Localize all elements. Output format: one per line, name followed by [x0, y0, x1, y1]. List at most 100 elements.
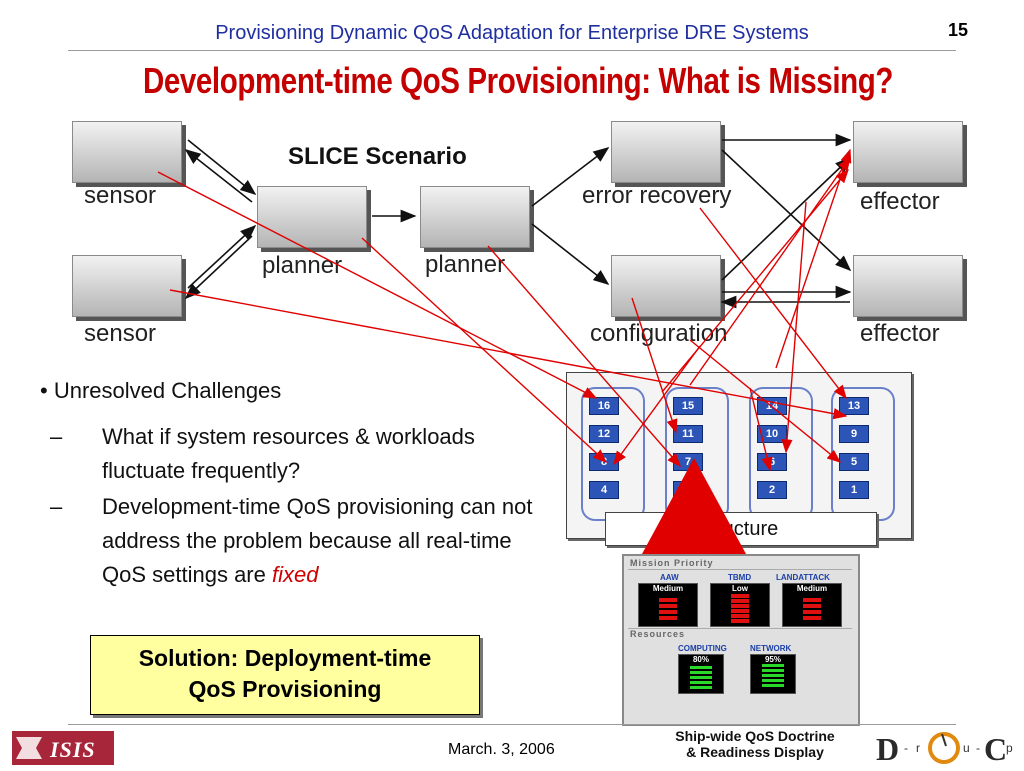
- meter-bar: [803, 616, 821, 620]
- resource-value: 80%: [692, 655, 709, 664]
- mission-divider: [628, 569, 852, 570]
- svg-text:r: r: [916, 741, 920, 755]
- slide-title: Development-time QoS Provisioning: What …: [143, 60, 893, 101]
- sub-bullet-1: –What if system resources & workloads fl…: [50, 424, 475, 483]
- mission-meter-aaw: Medium: [638, 583, 698, 627]
- effector-box-bottom: [853, 255, 963, 317]
- infrastructure-node: 12: [589, 425, 619, 443]
- resources-label: Resources: [630, 629, 686, 639]
- meter-bar: [731, 599, 749, 603]
- planner-box-2: [420, 186, 530, 248]
- arrow-error-recovery-to-effector: [721, 149, 852, 272]
- mapping-arrow: [749, 387, 773, 472]
- isis-logo: ISIS: [12, 731, 114, 765]
- arrow-configuration-to-effector: [721, 156, 852, 281]
- mission-name: LANDATTACK: [776, 573, 830, 582]
- footer-divider: [68, 724, 956, 725]
- mapping-arrow: [157, 171, 598, 399]
- infrastructure-node: 2: [757, 481, 787, 499]
- meter-bar: [690, 671, 712, 674]
- readiness-display: Mission Priority AAW TBMD LANDATTACK Med…: [622, 554, 860, 726]
- mission-meter-landattack: Medium: [782, 583, 842, 627]
- meter-bar: [690, 686, 712, 689]
- error-recovery-label: error recovery: [582, 182, 732, 209]
- arrow-planner-to-sensor: [184, 235, 253, 300]
- svg-text:ISIS: ISIS: [49, 737, 96, 762]
- footer-date: March. 3, 2006: [448, 741, 555, 758]
- meter-bar: [659, 610, 677, 614]
- mapping-arrow: [169, 289, 848, 420]
- meter-bar: [803, 604, 821, 608]
- meter-bar: [803, 610, 821, 614]
- solution-line-1: Solution: Deployment-time: [138, 645, 432, 671]
- meter-bar: [762, 669, 784, 672]
- meter-bar: [803, 598, 821, 602]
- bullet-challenges: • Unresolved Challenges: [40, 378, 282, 403]
- presentation-header: Provisioning Dynamic QoS Adaptation for …: [215, 22, 809, 44]
- mapping-arrow: [487, 245, 681, 468]
- meter-bar: [731, 604, 749, 608]
- mapping-arrow: [661, 168, 849, 393]
- configuration-box: [611, 255, 721, 317]
- mission-name: AAW: [660, 573, 679, 582]
- svg-text:-: -: [904, 741, 908, 755]
- mission-meter-tbmd: Low: [710, 583, 770, 627]
- doc-group-logo: D - r u - C p: [876, 730, 1016, 767]
- meter-bar: [731, 609, 749, 613]
- readiness-caption: Ship-wide QoS Doctrine & Readiness Displ…: [640, 728, 870, 760]
- infrastructure-node: 15: [673, 397, 703, 415]
- mapping-arrow: [775, 148, 852, 369]
- svg-text:C: C: [984, 731, 1007, 766]
- meter-bar: [762, 684, 784, 687]
- infrastructure-node: 11: [673, 425, 703, 443]
- effector-label-bottom: effector: [860, 320, 940, 347]
- fixed-emphasis: fixed: [272, 562, 319, 587]
- mission-level: Medium: [796, 584, 828, 593]
- infrastructure-node: 1: [839, 481, 869, 499]
- mapping-arrow: [689, 156, 851, 386]
- mapping-arrow: [361, 237, 608, 463]
- infrastructure-node: 10: [757, 425, 787, 443]
- planner-label-1: planner: [262, 252, 343, 279]
- header-divider: [68, 50, 956, 51]
- doc-logo-graphic: D - r u - C p: [876, 731, 1013, 767]
- sensor-box-bottom: [72, 255, 182, 317]
- caption-line-2: & Readiness Display: [686, 744, 824, 760]
- effector-label-top: effector: [860, 188, 940, 215]
- resource-name: NETWORK: [750, 644, 792, 653]
- planner-label-2: planner: [425, 251, 506, 278]
- error-recovery-box: [611, 121, 721, 183]
- arrow-planner-to-error-recovery: [531, 147, 610, 207]
- arrow-planner-to-configuration: [531, 223, 610, 285]
- resource-value: 95%: [764, 655, 781, 664]
- resources-divider: [628, 628, 852, 629]
- mission-priority-label: Mission Priority: [630, 558, 714, 568]
- resource-meter-computing: 80%: [678, 654, 724, 694]
- meter-bar: [690, 681, 712, 684]
- scenario-title: SLICE Scenario: [288, 143, 467, 170]
- caption-line-1: Ship-wide QoS Doctrine: [675, 728, 835, 744]
- meter-bar: [762, 679, 784, 682]
- bullet-heading: Unresolved Challenges: [53, 378, 282, 403]
- sensor-label-bottom: sensor: [84, 320, 157, 347]
- solution-line-2: QoS Provisioning: [188, 676, 382, 702]
- planner-box-1: [257, 186, 367, 248]
- arrow-planner-to-sensor: [184, 149, 253, 203]
- slide-number: 15: [948, 20, 969, 40]
- mapping-arrow: [613, 345, 701, 466]
- infrastructure-node: 16: [589, 397, 619, 415]
- arrow-sensor-to-planner: [187, 224, 257, 289]
- meter-bar: [659, 598, 677, 602]
- meter-bar: [731, 614, 749, 618]
- isis-logo-graphic: ISIS: [12, 731, 114, 765]
- mapping-arrow: [699, 207, 847, 400]
- infrastructure-node: 4: [589, 481, 619, 499]
- infrastructure-node: 9: [839, 425, 869, 443]
- configuration-label: configuration: [590, 320, 728, 347]
- meter-bar: [731, 619, 749, 623]
- solution-box: Solution: Deployment-time QoS Provisioni…: [90, 635, 480, 715]
- sub-bullet-2: –Development-time QoS provisioning can n…: [50, 494, 533, 587]
- meter-bar: [690, 666, 712, 669]
- svg-text:u: u: [963, 741, 970, 755]
